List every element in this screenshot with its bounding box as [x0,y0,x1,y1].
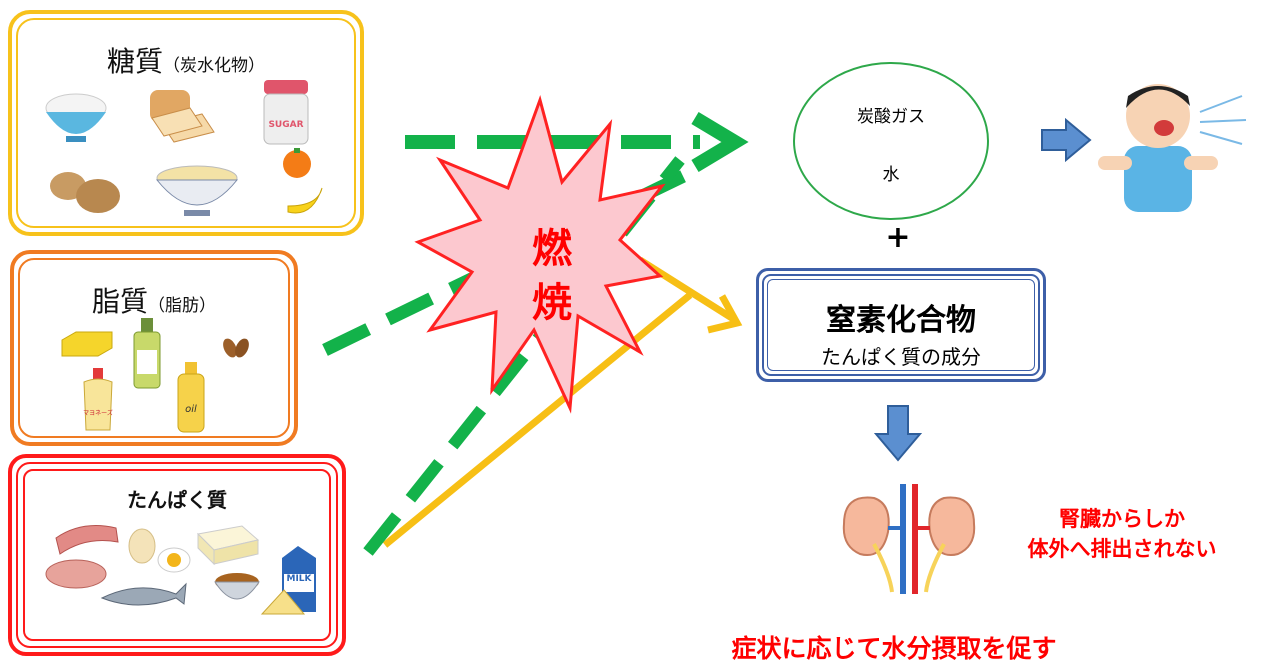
sugar-jar-icon [263,80,309,145]
carbs-title: 糖質 [106,45,163,78]
oil-bottle-icon [177,362,205,433]
potato-icon [50,172,120,213]
mayonnaise-icon [83,368,113,431]
natto-icon [214,573,260,600]
banana-icon [287,187,323,214]
combustion-char-1: 燃 [532,226,572,272]
tofu-icon [196,525,260,566]
carbs-subtitle: （炭水化物） [163,56,265,76]
protein-title: たんぱく質 [127,488,227,512]
fish-icon [100,582,187,606]
plus-sign: + [885,220,911,255]
nitrogen-box: 窒素化合物 たんぱく質の成分 [756,268,1046,382]
down-arrow-icon [874,405,922,462]
fat-title: 脂質 [91,285,148,318]
milk-carton-icon [282,546,316,612]
person-breathing-icon [1098,84,1247,212]
butter-icon [61,331,113,357]
olive-oil-icon [133,318,161,389]
kidney-note: 腎臓からしか 体外へ排出されない [996,504,1248,564]
products-circle: 炭酸ガス 水 [793,62,989,220]
milk-label: MILK [286,574,312,584]
nitrogen-subtitle: たんぱく質の成分 [821,345,981,369]
nitrogen-title: 窒素化合物 [826,303,976,338]
bread-icon [150,90,215,143]
rice-bowl-icon [45,93,107,142]
bacon-icon [55,525,119,555]
sugar-label: SUGAR [268,120,304,130]
bottom-note: 症状に応じて水分摂取を促す [731,634,1057,663]
ham-icon [45,559,107,589]
kidney-note-line-1: 腎臓からしか [1059,507,1185,531]
kidney-icon [842,484,976,594]
almond-icon [223,338,249,358]
exhale-arrow-icon [1041,118,1092,162]
combustion-char-2: 焼 [532,280,572,326]
fat-subtitle: （脂肪） [148,296,216,316]
orange-icon [283,148,311,178]
egg-icon [128,528,191,573]
noodle-bowl-icon [155,165,239,216]
carbs-box: 糖質（炭水化物） SUGAR [8,10,364,236]
cheese-icon [260,589,306,615]
products-line-2: 水 [882,165,900,185]
oil-label: oil [185,404,197,415]
kidney-note-line-2: 体外へ排出されない [1027,537,1217,561]
protein-to-nitrogen-arrow [382,257,743,548]
combustion-label: 燃 焼 [520,222,584,330]
products-line-1: 炭酸ガス [857,107,925,127]
protein-box: たんぱく質 MILK [8,454,346,656]
mayonnaise-label: マヨネーズ [83,410,113,417]
combustion-burst [414,95,666,414]
fat-box: 脂質（脂肪） マヨネーズ oil [10,250,298,446]
